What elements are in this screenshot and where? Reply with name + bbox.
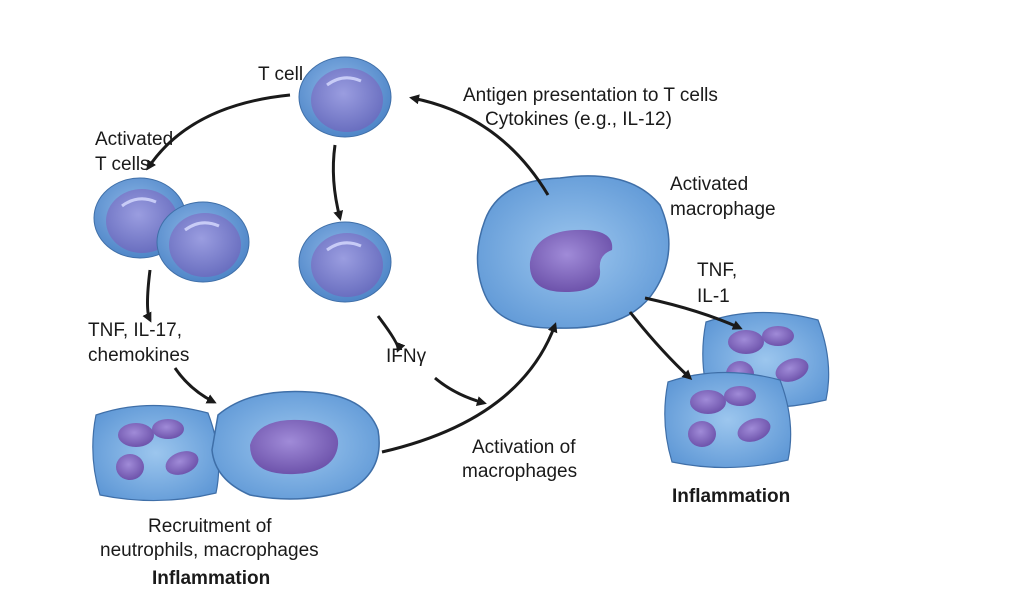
label-activated-t-cells-2: T cells <box>95 154 150 175</box>
label-inflammation-left: Inflammation <box>152 568 270 589</box>
label-tnf-il17: TNF, IL-17, <box>88 320 182 341</box>
label-tnf: TNF, <box>697 260 737 281</box>
label-activated-macrophage-2: macrophage <box>670 199 776 220</box>
label-il1: IL-1 <box>697 286 730 307</box>
arrow-tcell-to-activated <box>146 93 291 171</box>
label-cytokines: Cytokines (e.g., IL-12) <box>485 109 672 130</box>
label-recruitment-of: Recruitment of <box>148 516 272 537</box>
arrow-to-activated-macrophage <box>381 322 558 454</box>
label-chemokines: chemokines <box>88 345 189 366</box>
label-activated-macrophage-1: Activated <box>670 174 748 195</box>
label-neutrophils-macrophages: neutrophils, macrophages <box>100 540 319 561</box>
effector-t-cell <box>297 220 393 304</box>
label-ifng: IFNγ <box>386 346 427 367</box>
arrow-macrophage-to-neutrophil-2 <box>628 311 693 381</box>
activated-t-cell-2 <box>155 200 251 284</box>
label-inflammation-right: Inflammation <box>672 486 790 507</box>
neutrophil-left <box>92 404 220 502</box>
arrow-effector-down <box>376 315 406 353</box>
arrow-to-recruitment <box>173 367 217 404</box>
label-activation-of: Activation of <box>472 437 576 458</box>
activated-macrophage <box>476 175 670 329</box>
label-macrophages: macrophages <box>462 461 577 482</box>
label-antigen-presentation: Antigen presentation to T cells <box>463 85 718 106</box>
arrow-activated-down <box>142 269 152 323</box>
arrow-macrophage-to-tcell <box>409 94 550 196</box>
arrow-tcell-to-effector <box>331 144 344 221</box>
macrophage-left <box>211 390 380 500</box>
t-cell <box>297 55 393 139</box>
neutrophil-right-2 <box>664 371 792 469</box>
label-activated-t-cells-1: Activated <box>95 129 173 150</box>
label-t-cell: T cell <box>258 64 303 85</box>
arrow-macrophage-to-neutrophil-1 <box>644 296 743 330</box>
arrow-ifng-to-activation <box>434 376 487 406</box>
